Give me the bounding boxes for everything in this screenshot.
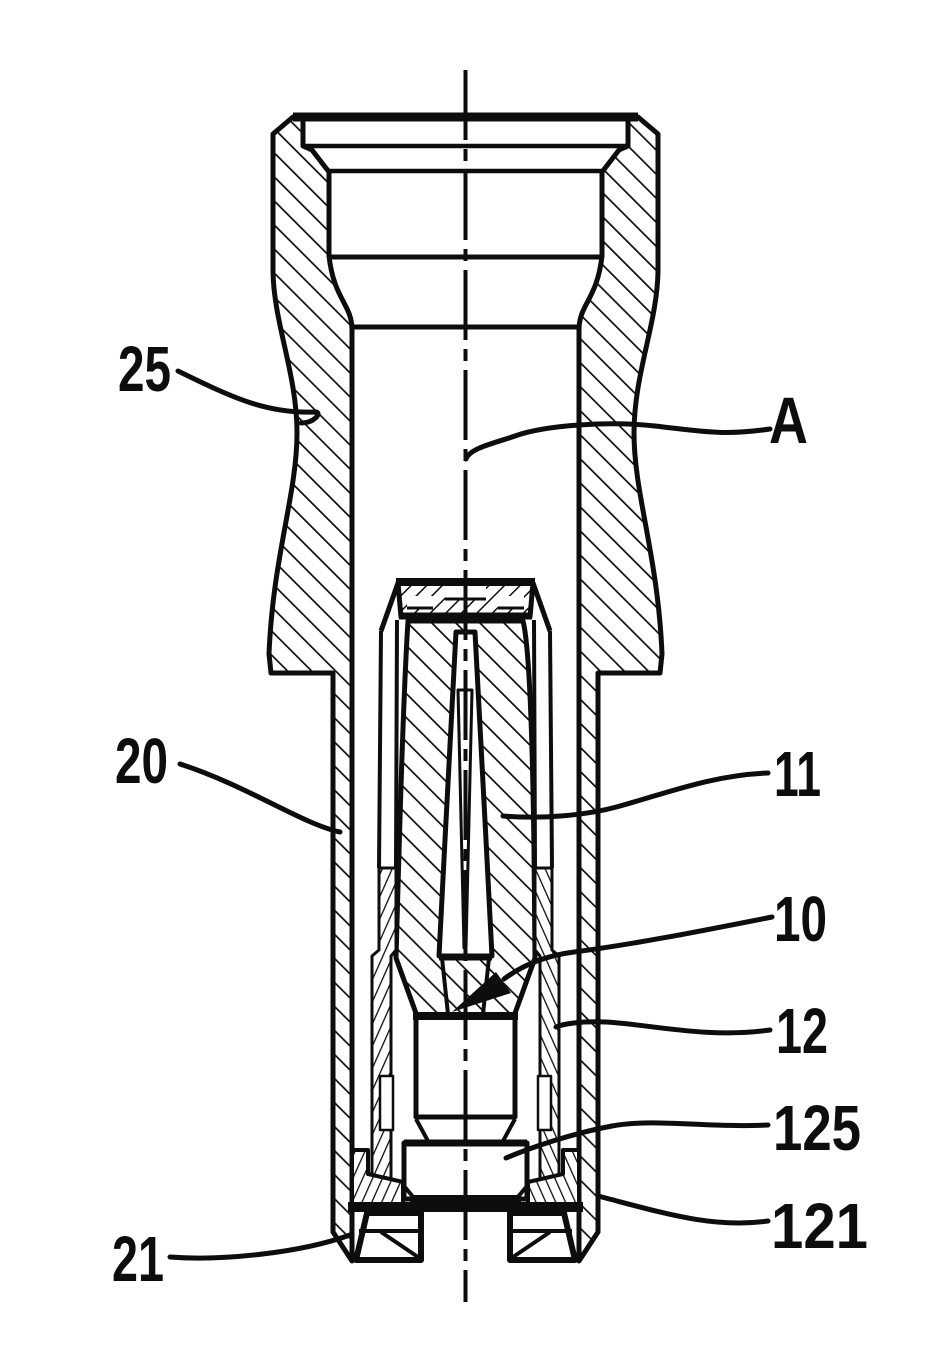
leader-lines	[167, 368, 775, 1261]
leader-11	[500, 770, 771, 820]
leader-12	[553, 1019, 773, 1036]
arrowhead-10	[452, 972, 511, 1012]
cap-left-slot	[407, 596, 433, 608]
tip-neck-left	[414, 1118, 430, 1142]
ref-label-A: A	[769, 383, 808, 457]
leader-20	[177, 761, 343, 835]
ref-label-21: 21	[112, 1223, 164, 1295]
tip-neck-right	[501, 1118, 517, 1142]
ref-label-12: 12	[776, 995, 828, 1067]
ref-label-11: 11	[774, 738, 821, 810]
ref-label-121: 121	[771, 1190, 868, 1262]
outer-sleeve-left-wall	[266, 114, 355, 1264]
ref-label-20: 20	[115, 725, 168, 797]
inner-sleeve-section	[348, 866, 583, 1263]
leader-21	[167, 1232, 353, 1261]
ref-label-25: 25	[118, 333, 171, 405]
support-ring-pocket-right	[536, 1074, 553, 1132]
shell-inner-left	[394, 619, 399, 869]
ref-label-125: 125	[773, 1092, 861, 1164]
ref-label-10: 10	[774, 883, 827, 955]
shell-outer-right	[548, 630, 554, 869]
leader-121	[595, 1193, 771, 1226]
cap-right-slot	[498, 596, 524, 608]
leader-A	[463, 421, 773, 462]
outer-sleeve-right-wall	[576, 114, 665, 1264]
leader-25	[175, 368, 321, 426]
tip-trapezoid-left	[440, 957, 450, 1015]
cap-flare-right	[530, 582, 553, 632]
reference-numerals: 25 A 20 11 10 12 125 121 21	[112, 333, 868, 1295]
cap-flare-left	[378, 582, 401, 632]
support-ring-pocket-left	[378, 1074, 395, 1132]
foot-right-bevel	[511, 1230, 552, 1259]
leader-10	[501, 914, 775, 982]
shell-outer-left	[377, 630, 383, 869]
leader-125	[503, 1120, 771, 1161]
foot-left-bevel	[379, 1230, 420, 1259]
